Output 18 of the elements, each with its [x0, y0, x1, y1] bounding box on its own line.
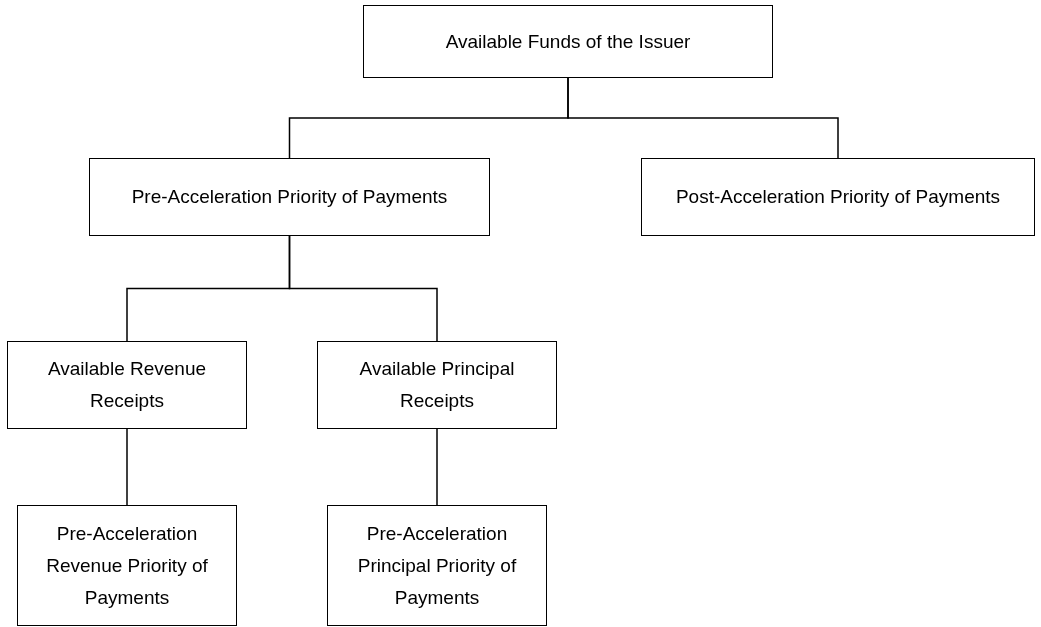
- process-box: [363, 5, 773, 78]
- connector-line: [567, 77, 839, 159]
- box-label: Pre-Acceleration Priority of Payments: [131, 185, 448, 209]
- box-label: Pre-Acceleration Revenue Priority of Payments: [45, 521, 209, 610]
- connector-line: [288, 235, 438, 342]
- connector-line: [126, 428, 128, 506]
- process-box: [89, 158, 490, 236]
- box-label: Available Revenue Receipts: [46, 357, 208, 413]
- process-box: [17, 505, 237, 626]
- box-label: Post-Acceleration Priority of Payments: [675, 185, 1001, 209]
- box-label: Available Principal Receipts: [358, 357, 516, 413]
- box-label: Pre-Acceleration Principal Priority of Payments: [356, 521, 518, 610]
- process-box: [7, 341, 247, 429]
- process-box: [327, 505, 547, 626]
- process-box: [317, 341, 557, 429]
- connector-line: [436, 428, 438, 506]
- box-label: Available Funds of the Issuer: [445, 29, 691, 54]
- process-box: [641, 158, 1035, 236]
